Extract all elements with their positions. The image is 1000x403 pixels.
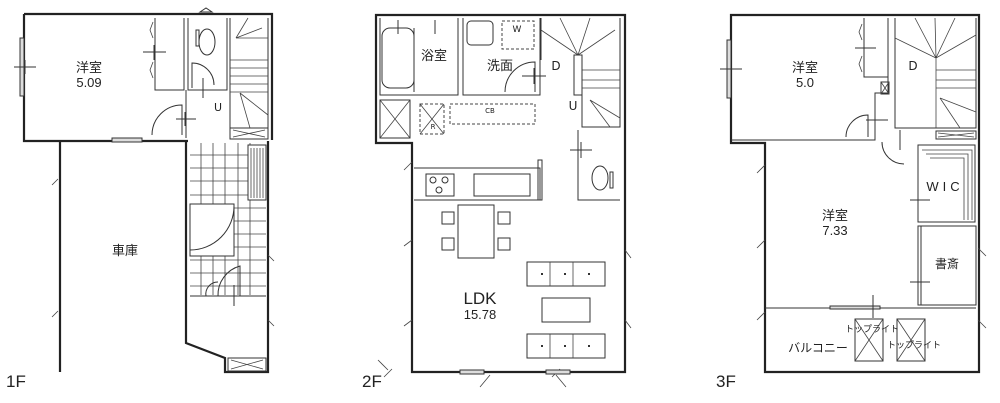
stair-up-mark-2f: U [568,99,578,113]
room-label-3f-balcony: バルコニー [788,341,848,355]
room-name: 洋室 [821,209,848,224]
washer-mark: W [512,25,522,35]
room-label-2f-ldk: LDK 15.78 [445,290,515,321]
fridge-mark: R [430,123,436,131]
floor-label-3f: 3F [716,372,736,391]
stair-down-mark-3f: D [908,59,918,73]
cupboard-mark: CB [485,107,495,115]
room-name: 洋室 [791,61,818,76]
room-name: LDK [463,289,497,308]
floor-2f-plan [374,13,632,388]
floor-label-2f: 2F [362,372,382,391]
room-area: 15.78 [463,306,497,322]
room-label-3f-bedroom-small: 洋室 5.0 [780,62,830,89]
floor-1f-plan: U [14,7,275,374]
room-label-2f-washroom: 洗面 [486,59,513,74]
floor-3f-plan [720,13,987,374]
toplight-label-1: トップライト [844,325,899,335]
floor-label-1f: 1F [6,372,26,391]
room-label-3f-study: 書斎 [934,257,959,271]
room-label-1f-garage: 車庫 [111,244,138,259]
room-label-3f-bedroom-large: 洋室 7.33 [810,210,860,237]
room-area: 5.0 [795,74,815,90]
room-area: 5.09 [76,74,102,90]
room-label-3f-wic: WIC [926,179,964,194]
room-label-1f-bedroom: 洋室 5.09 [64,62,114,89]
stair-down-mark-2f: D [551,59,561,73]
room-label-2f-bath: 浴室 [420,49,447,64]
stair-up-mark-1f: U [214,101,222,114]
room-area: 7.33 [822,222,848,238]
toplight-label-2: トップライト [886,341,941,351]
room-name: 洋室 [75,61,102,76]
